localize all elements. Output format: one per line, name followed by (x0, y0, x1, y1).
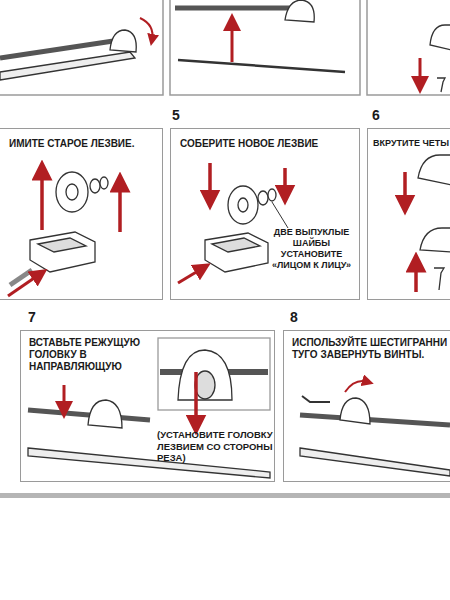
screws-art (405, 155, 450, 292)
top-right-part (420, 25, 450, 92)
top-panels (0, 0, 450, 95)
step-instruction: ВСТАВЬТЕ РЕЖУЩУЮ ГОЛОВКУ В НАПРАВЛЯЮЩУЮ (29, 337, 151, 374)
remove-blade-art (8, 170, 120, 296)
step-panel: 6ВКРУТИТЕ ЧЕТЫ (367, 128, 450, 300)
callout-note: ДВЕ ВЫПУКЛЫЕ ШАЙБЫ УСТАНОВИТЕ «ЛИЦОМ К Л… (264, 227, 359, 271)
assemble-blade-art (178, 163, 288, 283)
step-instruction: ВКРУТИТЕ ЧЕТЫ (373, 138, 450, 149)
step-panel: ИМИТЕ СТАРОЕ ЛЕЗВИЕ. (0, 128, 163, 300)
step-number: 8 (290, 309, 310, 326)
top-left-cutter (0, 18, 153, 80)
separator-bar (0, 493, 450, 498)
tighten-art (300, 381, 450, 476)
top-middle-cutter (175, 0, 345, 72)
step-instruction: ИСПОЛЬЗУЙТЕ ШЕСТИГРАННИ ТУГО ЗАВЕРНУТЬ В… (292, 337, 450, 361)
step-panel: 7ВСТАВЬТЕ РЕЖУЩУЮ ГОЛОВКУ В НАПРАВЛЯЮЩУЮ… (20, 330, 275, 482)
step-number: 6 (372, 107, 392, 124)
step-instruction: ИМИТЕ СТАРОЕ ЛЕЗВИЕ. (9, 138, 159, 150)
step-number: 7 (28, 309, 48, 326)
step-panel: 5СОБЕРИТЕ НОВОЕ ЛЕЗВИЕДВЕ ВЫПУКЛЫЕ ШАЙБЫ… (170, 128, 360, 300)
step-number: 5 (172, 107, 192, 124)
insert-head-art (28, 338, 270, 478)
step-instruction: СОБЕРИТЕ НОВОЕ ЛЕЗВИЕ (180, 138, 355, 150)
step-panel: 8ИСПОЛЬЗУЙТЕ ШЕСТИГРАННИ ТУГО ЗАВЕРНУТЬ … (283, 330, 450, 482)
step-note: (УСТАНОВИТЕ ГОЛОВКУ ЛЕЗВИЕМ СО СТОРОНЫ Р… (157, 429, 273, 464)
